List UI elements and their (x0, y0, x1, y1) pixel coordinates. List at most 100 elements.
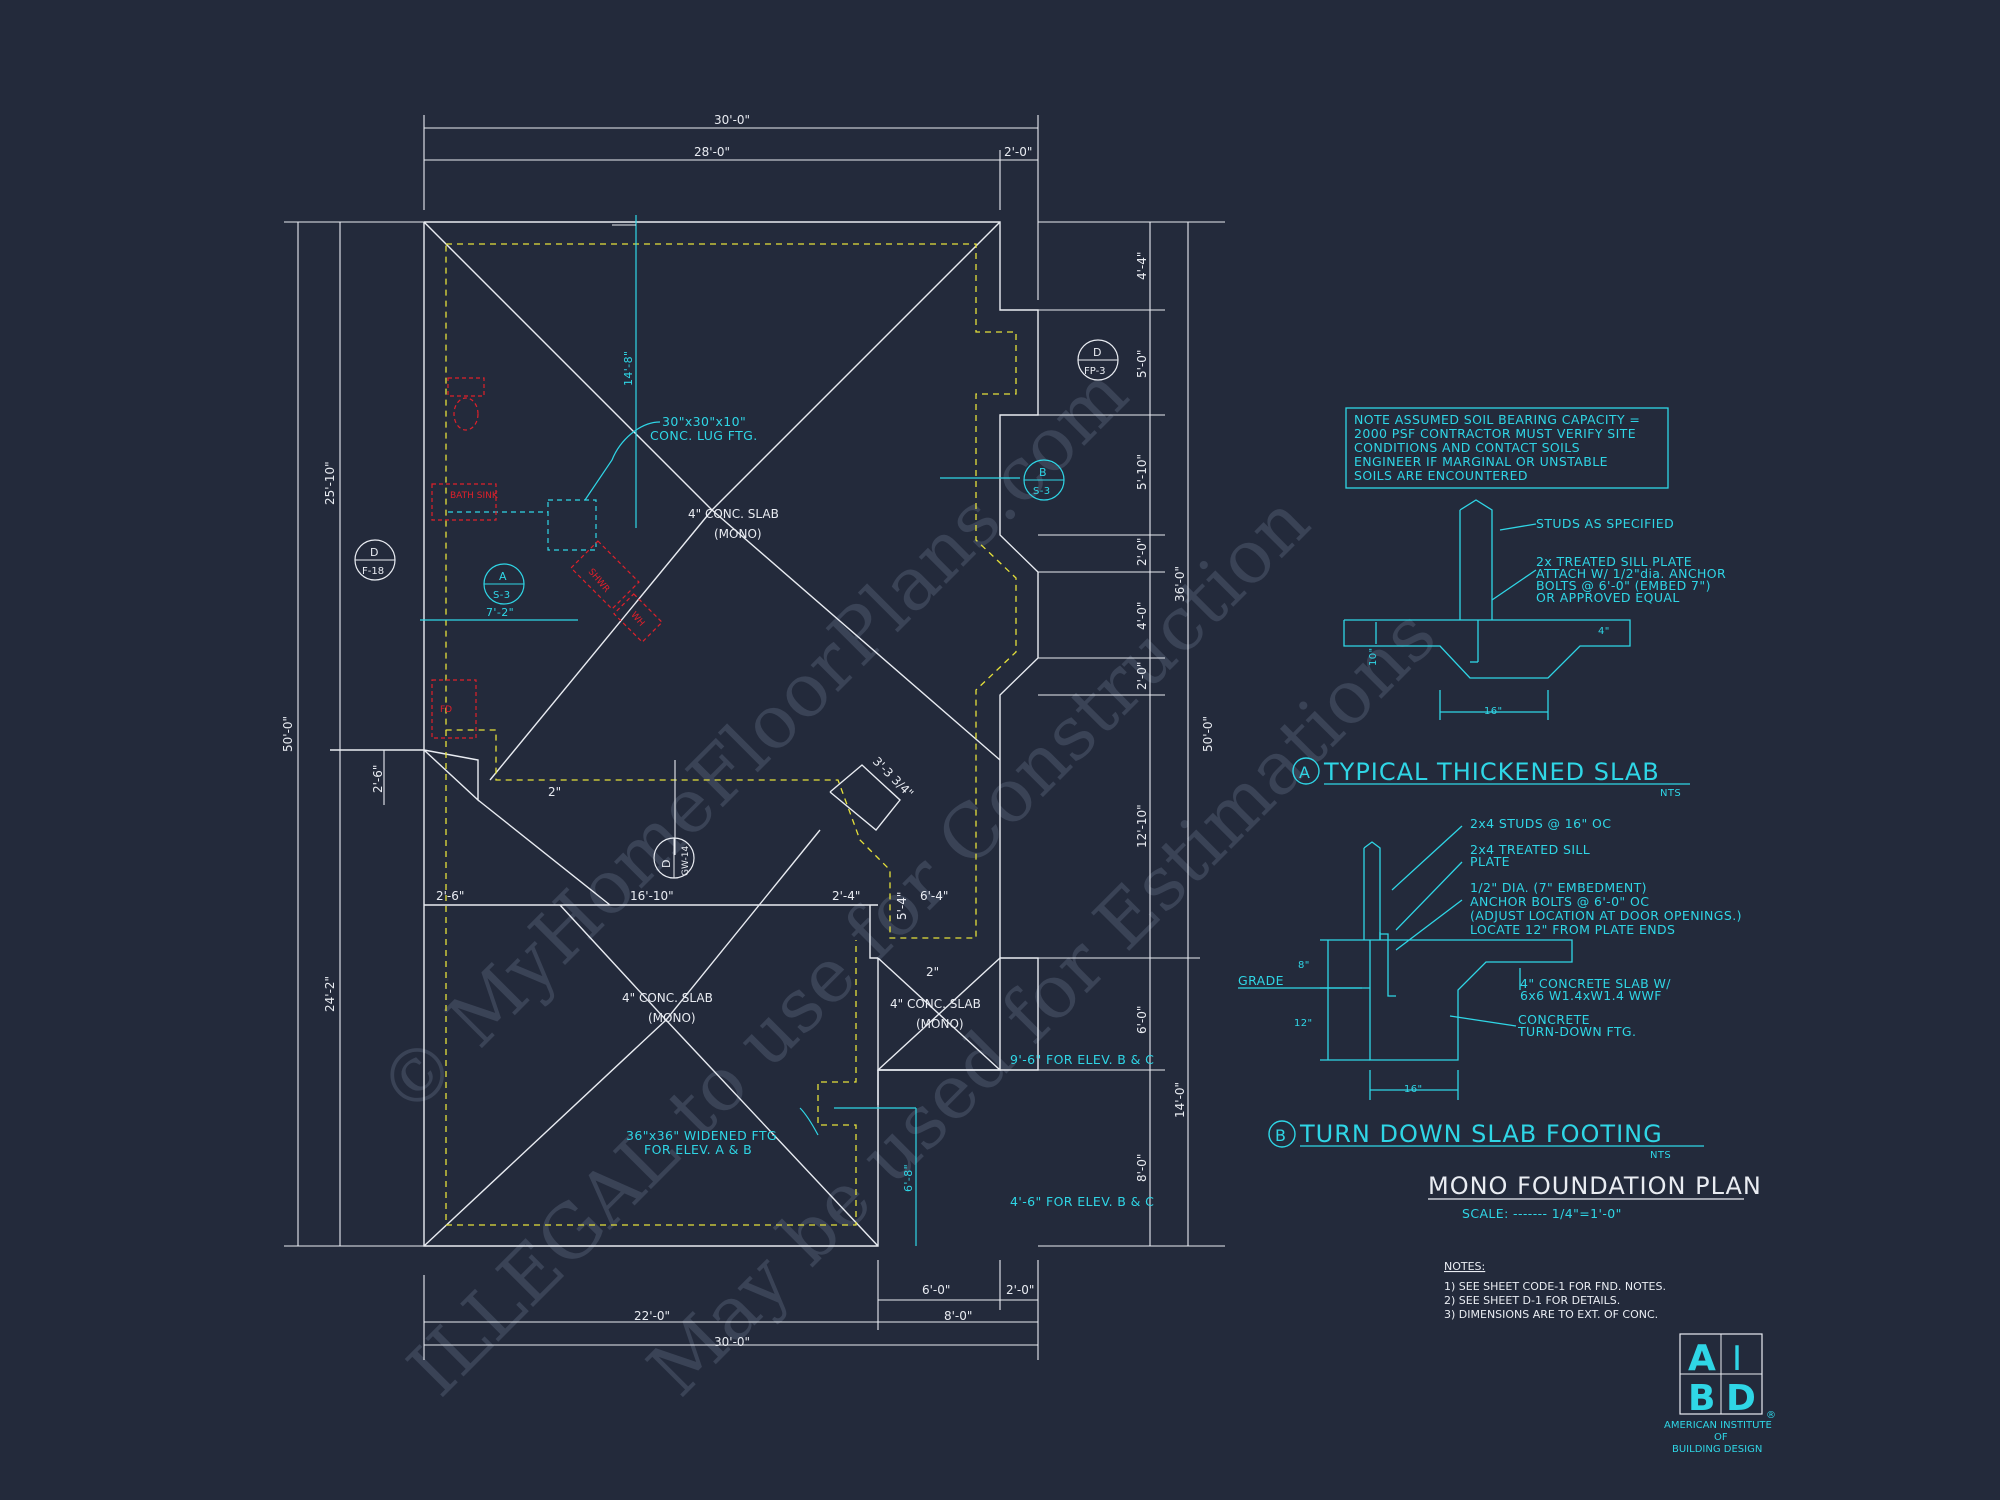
logo-line-2: OF (1714, 1432, 1728, 1443)
dim-2in-a: 2" (548, 785, 561, 799)
detail-b-ftg-2: TURN-DOWN FTG. (1517, 1024, 1636, 1039)
dim-horiz-7-2: 7'-2" (486, 606, 514, 619)
dim-right-3: 5'-10" (1135, 454, 1149, 490)
detail-a-sill-1: 2x TREATED SILL PLATE (1536, 554, 1692, 569)
svg-text:S-3: S-3 (1033, 486, 1051, 497)
dim-left-upper: 25'-10" (323, 461, 337, 505)
detail-a-drawing (1343, 499, 1631, 720)
dim-left-overall: 50'-0" (281, 716, 295, 752)
svg-text:D: D (1093, 346, 1101, 359)
watermark: © MyHomeFloorPlans.com ILLEGAL to use fo… (362, 350, 1452, 1412)
detail-a-marker (1292, 757, 1320, 785)
dim-left-lower: 24'-2" (323, 976, 337, 1012)
dim-vert-6-8: 6'-8" (902, 1164, 915, 1192)
callout-a-s3: A S-3 (483, 563, 525, 605)
note-3: 3) DIMENSIONS ARE TO EXT. OF CONC. (1444, 1308, 1658, 1321)
detail-b-sill-1: 2x4 TREATED SILL (1470, 842, 1590, 857)
dim-right-4: 2'-0" (1135, 538, 1149, 566)
detail-a-scale: NTS (1660, 788, 1681, 799)
detail-a-letter: A (1299, 763, 1310, 782)
dim-bottom-left: 22'-0" (634, 1309, 670, 1323)
plan-scale: SCALE: ------- 1/4"=1'-0" (1462, 1206, 1622, 1221)
dim-right-overall: 50'-0" (1201, 716, 1215, 752)
detail-a-studs-note: STUDS AS SPECIFIED (1536, 516, 1674, 531)
callout-d-f18: D F-18 (354, 539, 396, 581)
detail-b-marker (1268, 1120, 1296, 1148)
note-1: 1) SEE SHEET CODE-1 FOR FND. NOTES. (1444, 1280, 1666, 1293)
footing-dashed-line-lower (445, 730, 857, 1226)
aibd-logo: A I B D ® AMERICAN INSTITUTE OF BUILDING… (1664, 1333, 1776, 1455)
soil-note-line-5: SOILS ARE ENCOUNTERED (1354, 468, 1528, 483)
soil-note-box (1345, 407, 1669, 489)
detail-b-sill-2: PLATE (1470, 854, 1510, 869)
dim-mid-16-10: 16'-10" (630, 889, 674, 903)
svg-text:GW-14: GW-14 (681, 846, 691, 876)
widened-footing-note-2: FOR ELEV. A & B (644, 1142, 752, 1157)
elev-note-1: 9'-6" FOR ELEV. B & C (1010, 1052, 1154, 1067)
callout-d-fp3: D FP-3 (1077, 339, 1119, 381)
callout-d-gw14: D GW-14 (653, 837, 695, 879)
dim-right-mid: 36'-0" (1173, 566, 1187, 602)
slab-small-label: 4" CONC. SLAB (890, 997, 981, 1011)
logo-a: A (1688, 1338, 1716, 1379)
soil-note-line-2: 2000 PSF CONTRACTOR MUST VERIFY SITE (1354, 426, 1636, 441)
svg-text:FP-3: FP-3 (1084, 366, 1106, 377)
dim-bottom-right: 8'-0" (944, 1309, 972, 1323)
dim-bottom-2: 2'-0" (1006, 1283, 1034, 1297)
dim-top-main: 28'-0" (694, 145, 730, 159)
slab-upper-label: 4" CONC. SLAB (688, 507, 779, 521)
dim-left-step: 2'-6" (371, 765, 385, 793)
dim-bottom-6: 6'-0" (922, 1283, 950, 1297)
dim-right-2: 5'-0" (1135, 350, 1149, 378)
svg-text:D: D (370, 546, 378, 559)
dim-mid-5-4: 5'-4" (895, 892, 909, 920)
detail-b-studs: 2x4 STUDS @ 16" OC (1470, 816, 1611, 831)
detail-a-sill-4: OR APPROVED EQUAL (1536, 590, 1680, 605)
detail-b-dim-16: 16" (1404, 1084, 1423, 1095)
detail-a-sill-3: BOLTS @ 6'-0" (EMBED 7") (1536, 578, 1711, 593)
detail-a-dim-depth: 10" (1368, 647, 1379, 666)
slab-upper-sub: (MONO) (714, 527, 762, 541)
lug-footing-note-2: CONC. LUG FTG. (650, 428, 758, 443)
logo-line-1: AMERICAN INSTITUTE (1664, 1420, 1772, 1431)
elev-note-2: 4'-6" FOR ELEV. B & C (1010, 1194, 1154, 1209)
detail-b-title: TURN DOWN SLAB FOOTING (1299, 1120, 1663, 1148)
logo-line-3: BUILDING DESIGN (1672, 1444, 1762, 1455)
detail-b-grade: GRADE (1238, 973, 1284, 988)
dim-vert-14-8: 14'-8" (622, 351, 635, 386)
slab-lower-sub: (MONO) (648, 1011, 696, 1025)
lug-footing-note-1: 30"x30"x10" (662, 414, 746, 429)
detail-a-sill-2: ATTACH W/ 1/2"dia. ANCHOR (1536, 566, 1726, 581)
dim-mid-6-4: 6'-4" (920, 889, 948, 903)
note-2: 2) SEE SHEET D-1 FOR DETAILS. (1444, 1294, 1620, 1307)
detail-a-dim-width: 16" (1484, 706, 1503, 717)
dim-2in-b: 2" (926, 965, 939, 979)
svg-text:D: D (660, 860, 673, 868)
callout-b-s3: B S-3 (1023, 459, 1065, 501)
dim-right-9: 8'-0" (1135, 1154, 1149, 1182)
widened-footing-note-1: 36"x36" WIDENED FTG (626, 1128, 777, 1143)
detail-a-dim-slab: 4" (1598, 626, 1610, 637)
fixture-bath-sink: BATH SINK (450, 491, 499, 501)
fixture-wh: WH (628, 610, 646, 628)
dim-right-lower: 14'-0" (1173, 1082, 1187, 1118)
dim-right-1: 4'-4" (1135, 252, 1149, 280)
svg-text:A: A (499, 570, 507, 583)
dim-bottom-overall: 30'-0" (714, 1335, 750, 1349)
slab-lower-label: 4" CONC. SLAB (622, 991, 713, 1005)
dimension-lines (284, 115, 1225, 1360)
detail-b-dim-12: 12" (1294, 1018, 1313, 1029)
svg-text:S-3: S-3 (493, 590, 511, 601)
detail-b-drawing (1238, 825, 1573, 1100)
dim-right-7: 12'-10" (1135, 804, 1149, 848)
dim-mid-2-4: 2'-4" (832, 889, 860, 903)
detail-b-bolt-1: 1/2" DIA. (7" EMBEDMENT) (1470, 880, 1647, 895)
detail-a-title: TYPICAL THICKENED SLAB (1323, 758, 1660, 786)
plan-title: MONO FOUNDATION PLAN (1428, 1172, 1762, 1200)
dim-right-5: 4'-0" (1135, 602, 1149, 630)
detail-b-ftg-1: CONCRETE (1518, 1012, 1590, 1027)
plumbing-fixtures (431, 377, 663, 739)
detail-b-bolt-3: (ADJUST LOCATION AT DOOR OPENINGS.) (1470, 908, 1742, 923)
slab-small-sub: (MONO) (916, 1017, 964, 1031)
detail-b-bolt-4: LOCATE 12" FROM PLATE ENDS (1470, 922, 1675, 937)
